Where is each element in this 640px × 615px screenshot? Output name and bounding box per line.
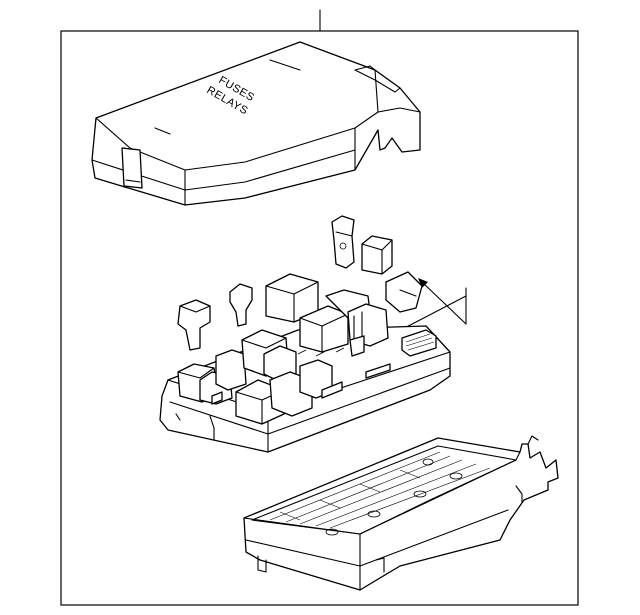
mini-relay-top	[361, 235, 393, 275]
loose-relay-large	[265, 273, 319, 323]
fuse-box-lower-tray	[243, 435, 559, 591]
loose-fuse-middle	[229, 283, 253, 327]
fuse-box-cover: FUSES RELAYS	[91, 41, 421, 206]
loose-fuse-left	[177, 299, 211, 351]
block-relays	[177, 289, 437, 425]
loose-fuse-top	[331, 215, 355, 269]
diagram-frame	[60, 30, 579, 606]
relay-angled	[385, 271, 423, 313]
